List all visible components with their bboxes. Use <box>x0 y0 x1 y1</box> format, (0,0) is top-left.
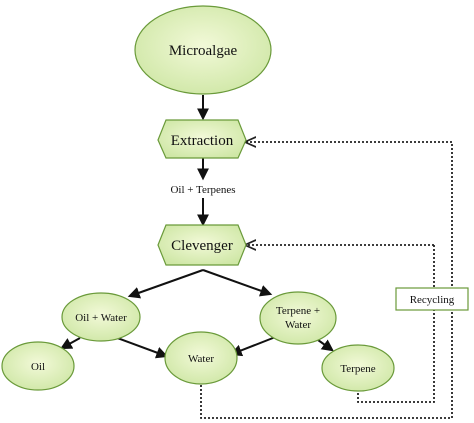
recycling-label: Recycling <box>410 294 455 306</box>
node-oil-water: Oil + Water <box>61 292 141 342</box>
node-extraction: Extraction <box>157 119 247 159</box>
arrow-clevenger-terpenewater <box>202 269 273 297</box>
node-microalgae: Microalgae <box>134 5 272 95</box>
node-terpene-label: Terpene <box>340 363 375 375</box>
node-oil-label: Oil <box>31 361 45 373</box>
arrow-oilwater-water <box>111 335 169 359</box>
arrow-terpenewater-water <box>229 335 279 357</box>
node-oil-water-label: Oil + Water <box>75 312 127 324</box>
recycling-box: Recycling <box>395 287 469 311</box>
node-extraction-label: Extraction <box>171 133 234 149</box>
recycle-line-water-loop <box>200 142 453 419</box>
node-terpene-water-label-line1: Terpene + <box>276 305 320 317</box>
node-oil: Oil <box>1 341 75 391</box>
recycle-line-terpene-loop <box>357 245 435 403</box>
node-terpene: Terpene <box>321 344 395 392</box>
arrow-clevenger-oilwater <box>127 269 204 299</box>
node-microalgae-label: Microalgae <box>169 43 238 59</box>
node-terpene-water-label-line2: Water <box>285 319 311 331</box>
label-oil-terpenes: Oil + Terpenes <box>170 184 235 196</box>
node-clevenger: Clevenger <box>157 224 247 266</box>
arrow-terpenewater-terpene <box>317 339 334 352</box>
node-clevenger-label: Clevenger <box>171 238 233 254</box>
node-water-label: Water <box>188 353 214 365</box>
node-water: Water <box>164 331 238 385</box>
node-terpene-water: Terpene + Water <box>259 291 337 345</box>
arrow-oilwater-oil <box>59 337 81 350</box>
